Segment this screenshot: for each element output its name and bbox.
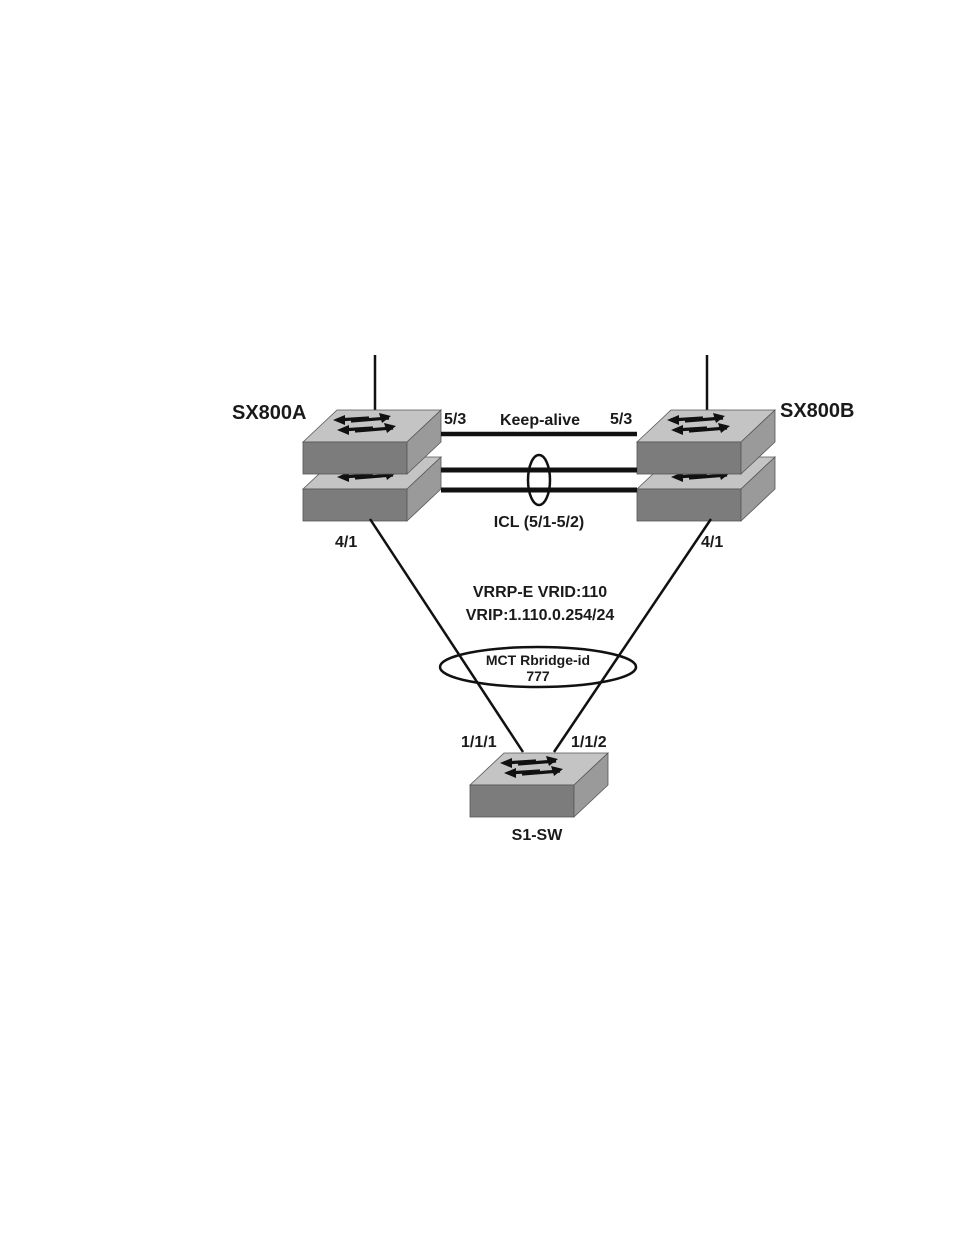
mct-label-line1: MCT Rbridge-id: [486, 652, 590, 668]
vrrp-label-line1: VRRP-E VRID:110: [473, 584, 607, 601]
icl-lag-ring: [528, 455, 550, 505]
sx800a-downlink-port: 4/1: [335, 534, 357, 551]
s1-sw-switch: [470, 753, 608, 817]
sx800b-label: SX800B: [780, 400, 855, 422]
icl-label: ICL (5/1-5/2): [494, 514, 584, 531]
sx800b-keepalive-port: 5/3: [610, 411, 632, 428]
vrrp-label-line2: VRIP:1.110.0.254/24: [466, 607, 615, 624]
mct-label-line2: 777: [526, 668, 550, 684]
s1-sw-label: S1-SW: [512, 827, 564, 844]
sx800a-label: SX800A: [232, 402, 307, 424]
keepalive-label: Keep-alive: [500, 412, 580, 429]
s1-port1-label: 1/1/1: [461, 734, 497, 751]
sx800b-downlink-port: 4/1: [701, 534, 723, 551]
sx800b-downlink: [554, 519, 711, 752]
sx800a-keepalive-port: 5/3: [444, 411, 466, 428]
sx800a-downlink: [370, 519, 523, 752]
s1-port2-label: 1/1/2: [571, 734, 607, 751]
